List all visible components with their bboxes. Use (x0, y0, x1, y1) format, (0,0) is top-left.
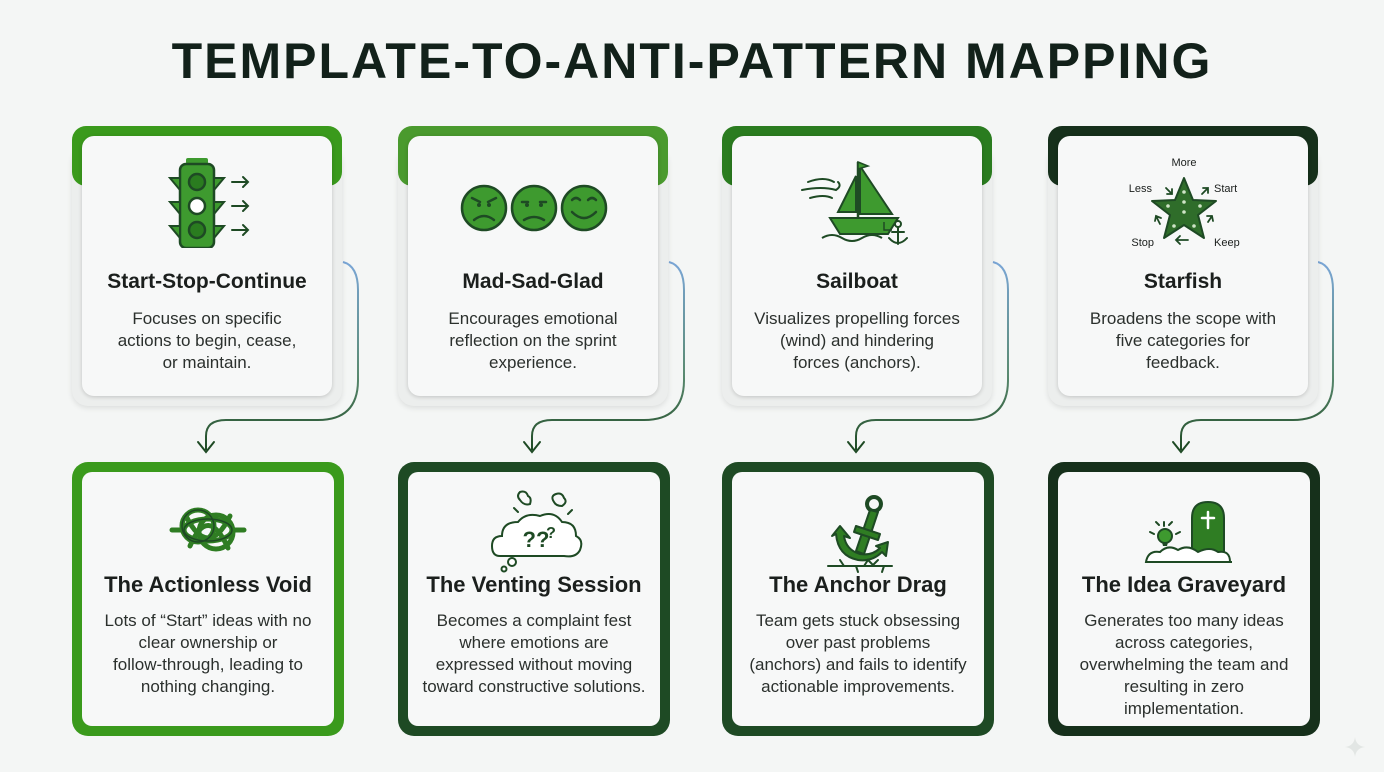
template-description: Encourages emotional reflection on the s… (448, 309, 618, 372)
anti-pattern-description: Team gets stuck obsessing over past prob… (749, 611, 967, 696)
starfish-label-less: Less (1129, 183, 1153, 195)
template-description: Focuses on specific actions to begin, ce… (117, 309, 297, 372)
template-title: Sailboat (816, 270, 898, 293)
traffic-light-icon (167, 158, 250, 248)
sparkle-icon (1345, 737, 1365, 757)
starfish-icon: More Less Start Stop Keep (1129, 157, 1240, 248)
anti-pattern-description: Becomes a complaint fest where emotions … (422, 611, 646, 696)
template-title: Starfish (1143, 270, 1223, 293)
starfish-label-keep: Keep (1214, 237, 1240, 248)
svg-text:??: ?? (523, 527, 550, 552)
template-title: Mad-Sad-Glad (462, 270, 604, 293)
anti-pattern-title: The Anchor Drag (769, 572, 947, 597)
template-card-start-stop-continue: Start-Stop-Continue Focuses on specific … (72, 126, 342, 406)
template-description: Visualizes propelling forces (wind) and … (754, 309, 960, 372)
anti-pattern-card-venting-session: ?? ? The Venting Session Becomes a compl… (398, 462, 670, 736)
template-card-starfish: More Less Start Stop Keep Starfish Broad… (1048, 126, 1318, 406)
venting-cloud-icon: ?? ? (490, 490, 583, 573)
anti-pattern-card-anchor-drag: The Anchor Drag Team gets stuck obsessin… (722, 462, 994, 736)
page-title: TEMPLATE-TO-ANTI-PATTERN MAPPING (171, 33, 1213, 89)
template-card-mad-sad-glad: Mad-Sad-Glad Encourages emotional reflec… (398, 126, 668, 406)
starfish-label-start: Start (1214, 183, 1237, 195)
template-title: Start-Stop-Continue (107, 270, 307, 293)
emotion-faces-icon (460, 184, 608, 232)
anti-pattern-title: The Venting Session (426, 572, 642, 597)
sailboat-icon (801, 160, 908, 245)
sinking-anchor-icon (827, 495, 893, 573)
anti-pattern-title: The Idea Graveyard (1081, 572, 1287, 597)
svg-text:?: ? (546, 525, 556, 542)
idea-graveyard-icon (1144, 500, 1232, 563)
tangled-knot-icon (169, 507, 247, 552)
anti-pattern-title: The Actionless Void (104, 572, 312, 597)
anti-pattern-card-idea-graveyard: The Idea Graveyard Generates too many id… (1048, 462, 1320, 736)
anti-pattern-description: Generates too many ideas across categori… (1079, 611, 1289, 718)
template-card-sailboat: Sailboat Visualizes propelling forces (w… (722, 126, 992, 406)
template-description: Broadens the scope with five categories … (1089, 309, 1277, 372)
anti-pattern-description: Lots of “Start” ideas with no clear owne… (104, 611, 312, 696)
starfish-label-more: More (1171, 157, 1196, 169)
anti-pattern-card-actionless-void: The Actionless Void Lots of “Start” idea… (72, 462, 344, 736)
starfish-label-stop: Stop (1131, 237, 1154, 248)
